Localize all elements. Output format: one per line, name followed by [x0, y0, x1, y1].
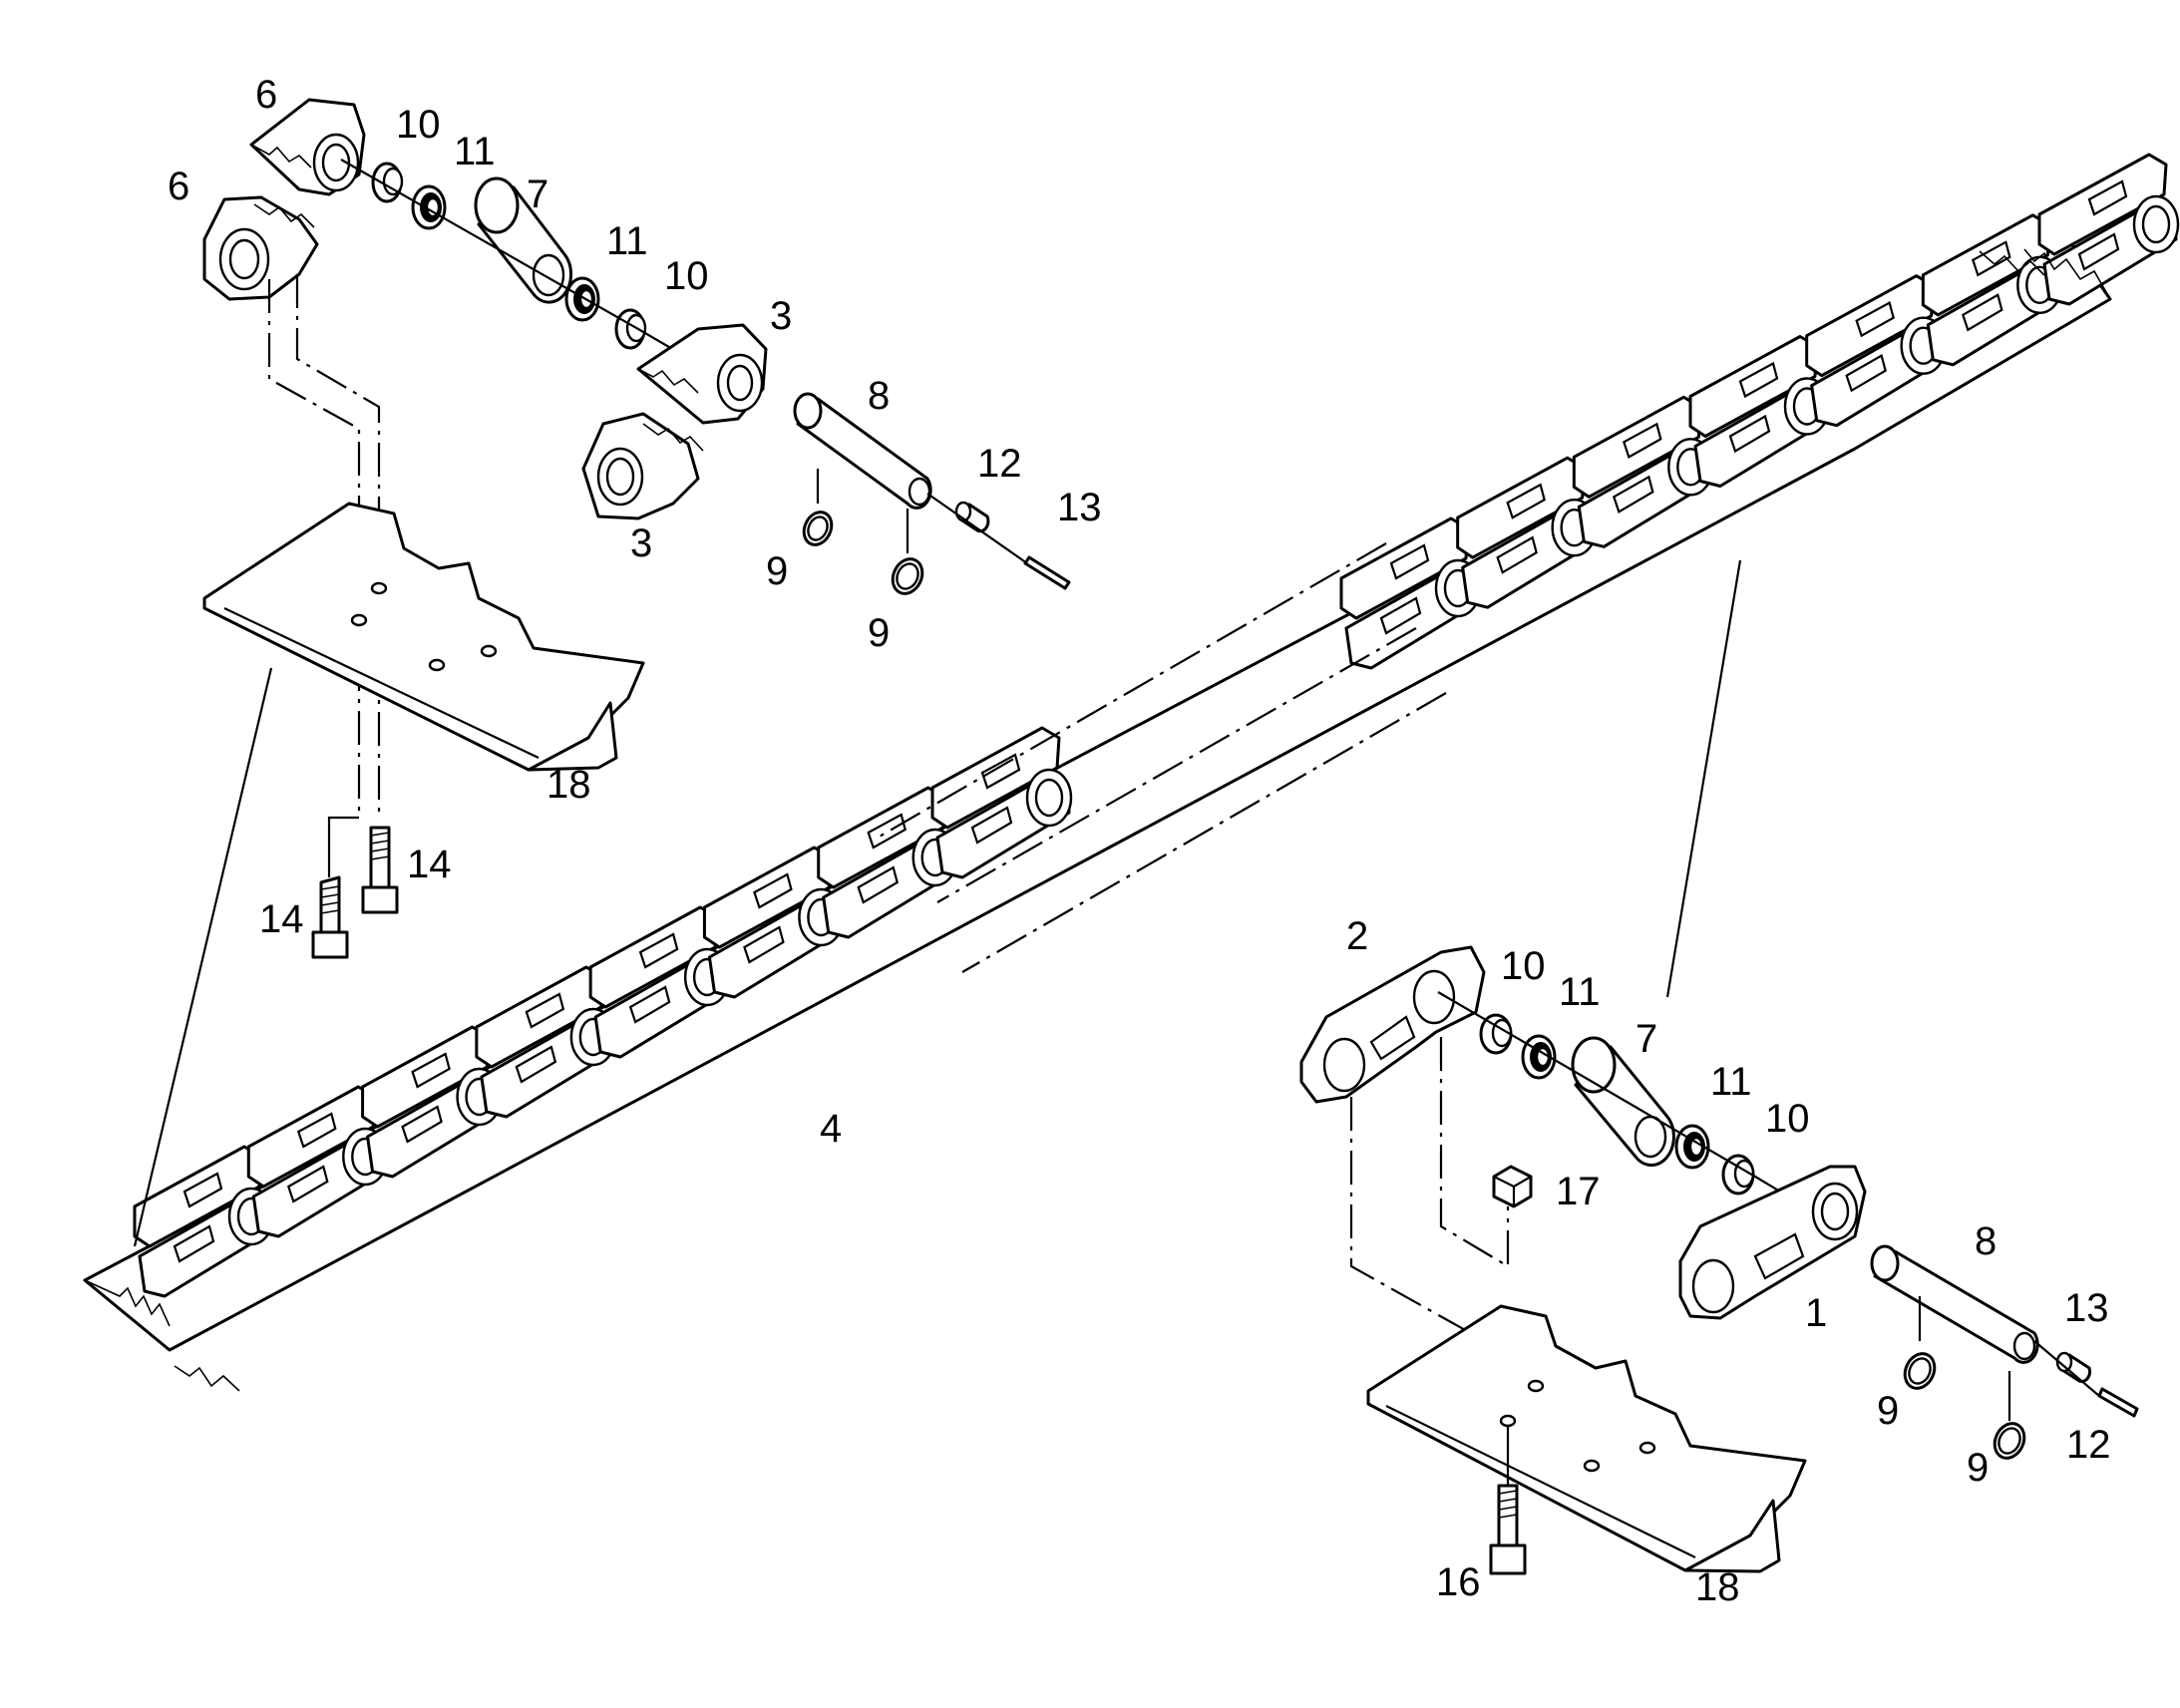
bolt-part-14-b [361, 826, 399, 914]
chain-link-1-5 [1921, 213, 2063, 367]
spring-pin-part-13-lower [2097, 1387, 2139, 1418]
callout-10-tl-b: 10 [664, 254, 709, 298]
bottom-right-link-group [1299, 945, 2139, 1460]
callout-16: 16 [1436, 1560, 1481, 1604]
callout-18-upper: 18 [546, 763, 591, 807]
seal-washer-10-left [371, 162, 404, 203]
seal-washer-10-br-a [1479, 1013, 1513, 1055]
callout-1: 1 [1805, 1291, 1827, 1335]
callout-11-tl-b: 11 [606, 219, 648, 263]
callout-13-upper: 13 [1057, 486, 1102, 529]
track-link-lower-part-3 [581, 412, 704, 520]
track-pin-part-8-upper [793, 392, 932, 510]
callout-3-upper: 3 [770, 294, 792, 338]
master-link-lower-part-6 [202, 195, 319, 301]
callout-7-upper: 7 [527, 172, 548, 216]
master-link-upper-part-6 [249, 98, 366, 196]
chain-link-0-3 [475, 965, 617, 1119]
callout-9-tl-b: 9 [868, 611, 890, 655]
callout-11-br-b: 11 [1710, 1060, 1752, 1104]
callout-13-lower: 13 [2064, 1286, 2109, 1330]
bushing-part-7-upper [474, 176, 573, 304]
bushing-part-7-lower [1571, 1036, 1675, 1168]
callout-10-br-a: 10 [1501, 944, 1546, 988]
callout-10-tl-a: 10 [396, 103, 441, 147]
callout-4: 4 [820, 1107, 842, 1151]
callout-9-br-b: 9 [1967, 1446, 1989, 1490]
callout-labels: 6 6 10 11 7 11 10 3 8 3 12 13 9 9 18 14 … [168, 73, 2111, 1609]
snap-ring-part-9-d [1993, 1422, 2026, 1460]
callout-12-lower: 12 [2066, 1423, 2111, 1467]
track-link-upper-part-3 [636, 323, 768, 425]
snap-ring-part-9-b [891, 557, 924, 595]
chain-links [133, 153, 2180, 1298]
snap-ring-part-9-a [802, 511, 834, 546]
bolt-part-14-a [311, 816, 359, 959]
callout-11-tl-a: 11 [454, 130, 496, 173]
callout-6-upper: 6 [255, 73, 277, 117]
callout-10-br-b: 10 [1765, 1097, 1810, 1141]
chain-link-0-2 [361, 1025, 503, 1179]
chain-link-1-6 [2037, 153, 2180, 306]
callout-18-lower: 18 [1695, 1565, 1740, 1609]
snap-ring-part-9-c [1903, 1352, 1937, 1390]
callout-12-upper: 12 [977, 442, 1022, 486]
seal-washer-10-right [614, 308, 647, 350]
callout-6-lower: 6 [168, 165, 189, 208]
callout-8-upper: 8 [868, 374, 890, 418]
callout-7-lower: 7 [1635, 1017, 1657, 1061]
track-chain-assembly [83, 153, 2180, 1392]
callout-2: 2 [1346, 914, 1368, 958]
track-pin-part-8-lower [1870, 1244, 2039, 1364]
track-link-part-1 [1678, 1165, 1867, 1320]
callout-17: 17 [1556, 1170, 1601, 1213]
track-shoe-part-18-upper [202, 502, 645, 772]
callout-14-b: 14 [407, 843, 452, 886]
chain-link-0-6 [817, 786, 958, 939]
callout-8-lower: 8 [1975, 1219, 1997, 1263]
callout-14-a: 14 [259, 897, 304, 941]
track-shoe-part-18-lower [1366, 1304, 1807, 1573]
pin-keeper-part-12-lower [2055, 1351, 2091, 1383]
seal-ring-11-left [411, 184, 447, 230]
callout-3-lower: 3 [630, 521, 652, 565]
bolt-part-16 [1489, 1426, 1527, 1575]
spring-pin-part-13-upper [1023, 555, 1071, 590]
nut-part-17 [1492, 1165, 1533, 1208]
master-link-part-2 [1299, 945, 1486, 1104]
seal-ring-11-right [564, 276, 600, 322]
chain-link-0-7 [930, 726, 1073, 879]
chain-link-0-5 [702, 846, 845, 999]
callout-9-br-a: 9 [1877, 1389, 1899, 1433]
callout-11-br-a: 11 [1559, 970, 1601, 1014]
top-left-link-group [202, 98, 1071, 595]
chain-link-1-3 [1688, 335, 1831, 488]
callout-9-tl-a: 9 [766, 549, 788, 593]
